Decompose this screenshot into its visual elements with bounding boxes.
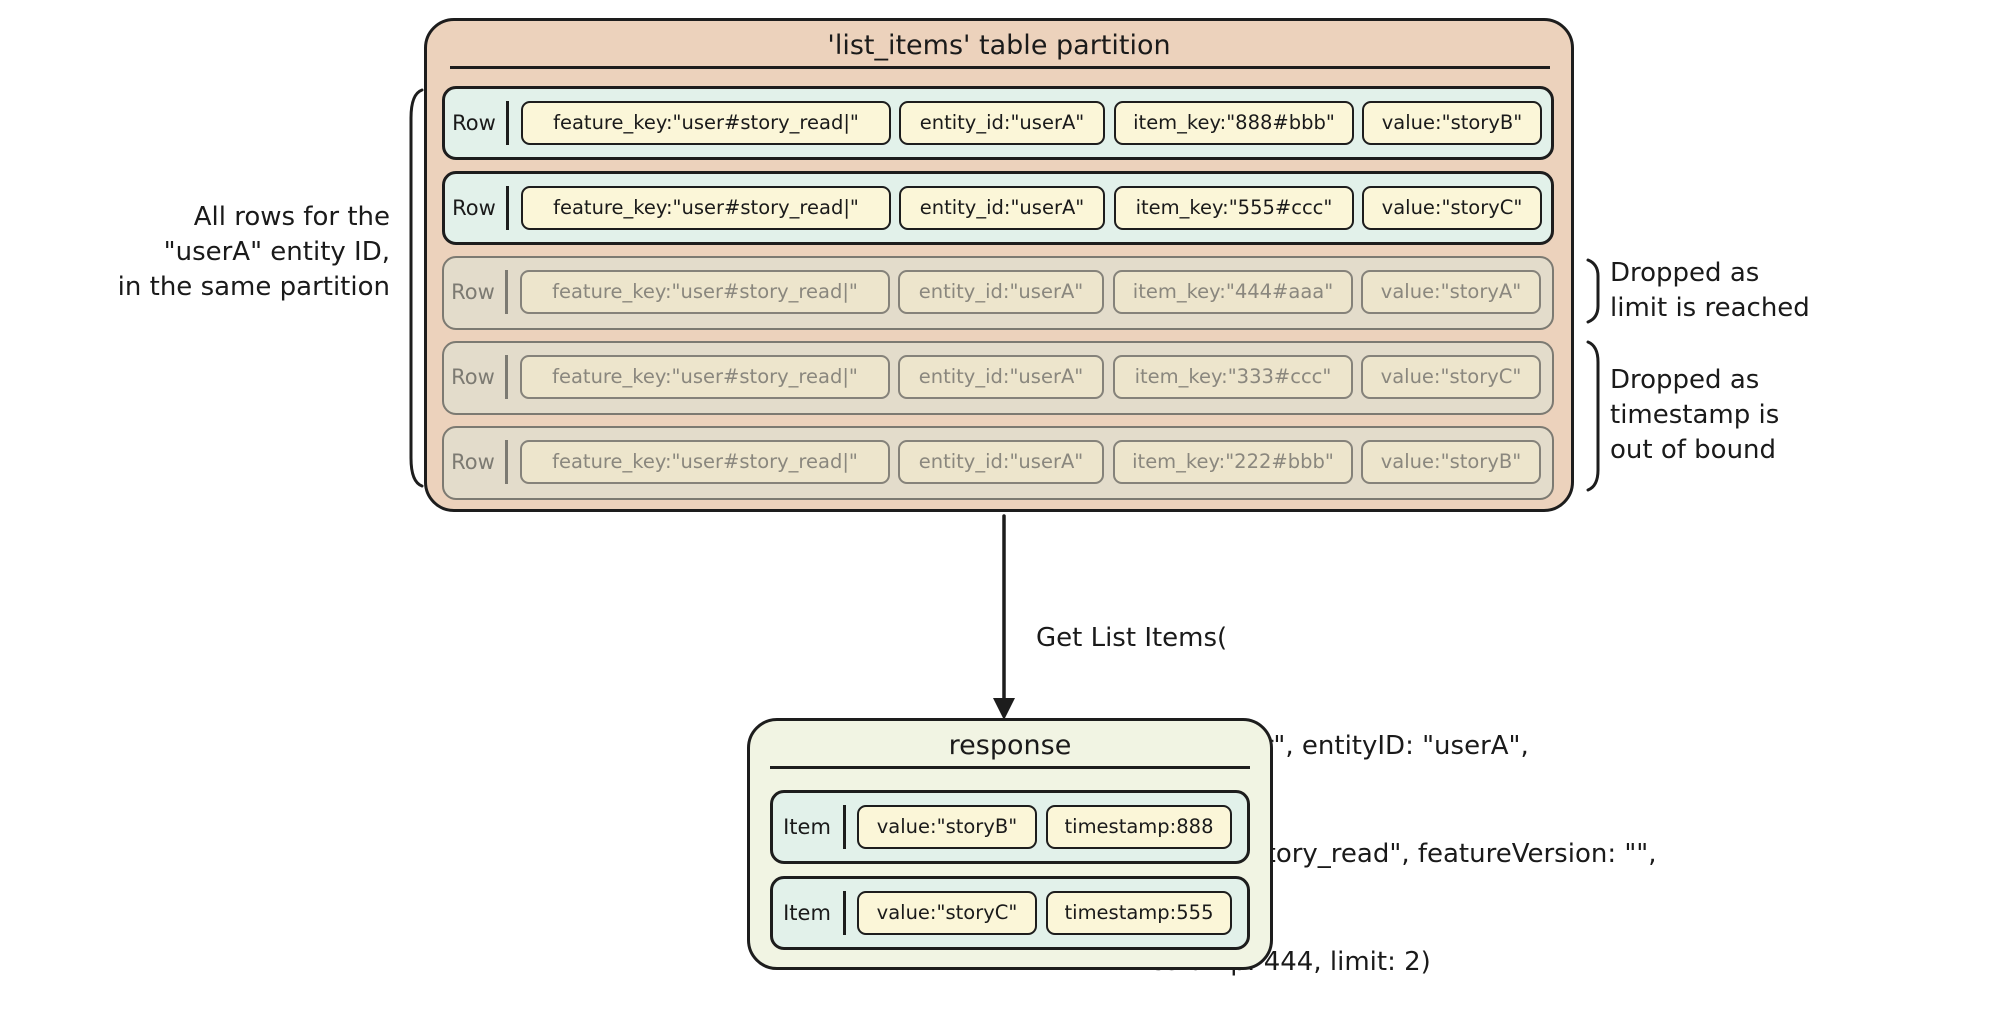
item-key-cell: item_key:"888#bbb": [1114, 101, 1354, 145]
note-line: Dropped as: [1610, 258, 1760, 288]
left-bracket: [409, 88, 424, 488]
limit-note: Dropped as limit is reached: [1610, 256, 1890, 326]
item-value-cell: value:"storyB": [857, 805, 1037, 849]
row-divider: [506, 186, 509, 230]
partition-title: 'list_items' table partition: [827, 30, 1171, 61]
item-key-cell: item_key:"555#ccc": [1114, 186, 1354, 230]
response-title-rule: [770, 766, 1250, 769]
partition-rows-note: All rows for the "userA" entity ID, in t…: [40, 200, 390, 305]
row-label: Row: [451, 450, 495, 474]
entity-id-cell: entity_id:"userA": [899, 186, 1105, 230]
partition-row-5-dropped: Row feature_key:"user#story_read|" entit…: [442, 426, 1554, 500]
note-line: in the same partition: [117, 272, 390, 302]
note-line: out of bound: [1610, 435, 1777, 465]
item-divider: [843, 891, 846, 935]
feature-key-cell: feature_key:"user#story_read|": [520, 440, 890, 484]
value-cell: value:"storyA": [1361, 270, 1541, 314]
item-timestamp-cell: timestamp:555: [1046, 891, 1232, 935]
entity-id-cell: entity_id:"userA": [898, 440, 1104, 484]
feature-key-cell: feature_key:"user#story_read|": [520, 270, 890, 314]
partition-row-2: Row feature_key:"user#story_read|" entit…: [442, 171, 1554, 245]
down-arrow-icon: [993, 514, 1015, 720]
row-label: Row: [451, 365, 495, 389]
timestamp-note: Dropped as timestamp is out of bound: [1610, 363, 1890, 468]
item-divider: [843, 805, 846, 849]
row-divider: [505, 270, 508, 314]
note-line: All rows for the: [193, 202, 390, 232]
entity-id-cell: entity_id:"userA": [898, 270, 1104, 314]
item-key-cell: item_key:"333#ccc": [1113, 355, 1353, 399]
value-cell: value:"storyC": [1362, 186, 1542, 230]
row-divider: [505, 355, 508, 399]
note-line: limit is reached: [1610, 293, 1810, 323]
item-key-cell: item_key:"444#aaa": [1113, 270, 1353, 314]
partition-row-4-dropped: Row feature_key:"user#story_read|" entit…: [442, 341, 1554, 415]
response-item-2: Item value:"storyC" timestamp:555: [770, 876, 1250, 950]
item-label: Item: [783, 815, 831, 839]
value-cell: value:"storyB": [1362, 101, 1542, 145]
partition-row-1: Row feature_key:"user#story_read|" entit…: [442, 86, 1554, 160]
feature-key-cell: feature_key:"user#story_read|": [520, 355, 890, 399]
item-value-cell: value:"storyC": [857, 891, 1037, 935]
value-cell: value:"storyC": [1361, 355, 1541, 399]
item-key-cell: item_key:"222#bbb": [1113, 440, 1353, 484]
row-label: Row: [452, 196, 496, 220]
limit-bracket: [1586, 258, 1600, 324]
entity-id-cell: entity_id:"userA": [898, 355, 1104, 399]
response-item-1: Item value:"storyB" timestamp:888: [770, 790, 1250, 864]
entity-id-cell: entity_id:"userA": [899, 101, 1105, 145]
row-divider: [505, 440, 508, 484]
partition-row-3-dropped: Row feature_key:"user#story_read|" entit…: [442, 256, 1554, 330]
feature-key-cell: feature_key:"user#story_read|": [521, 101, 891, 145]
timestamp-bracket: [1586, 340, 1600, 492]
row-label: Row: [451, 280, 495, 304]
item-timestamp-cell: timestamp:888: [1046, 805, 1232, 849]
note-line: "userA" entity ID,: [163, 237, 390, 267]
call-line: Get List Items(: [1036, 623, 1228, 653]
value-cell: value:"storyB": [1361, 440, 1541, 484]
row-divider: [506, 101, 509, 145]
item-label: Item: [783, 901, 831, 925]
note-line: timestamp is: [1610, 400, 1780, 430]
feature-key-cell: feature_key:"user#story_read|": [521, 186, 891, 230]
note-line: Dropped as: [1610, 365, 1760, 395]
response-title: response: [948, 730, 1072, 761]
row-label: Row: [452, 111, 496, 135]
partition-title-rule: [450, 66, 1550, 69]
